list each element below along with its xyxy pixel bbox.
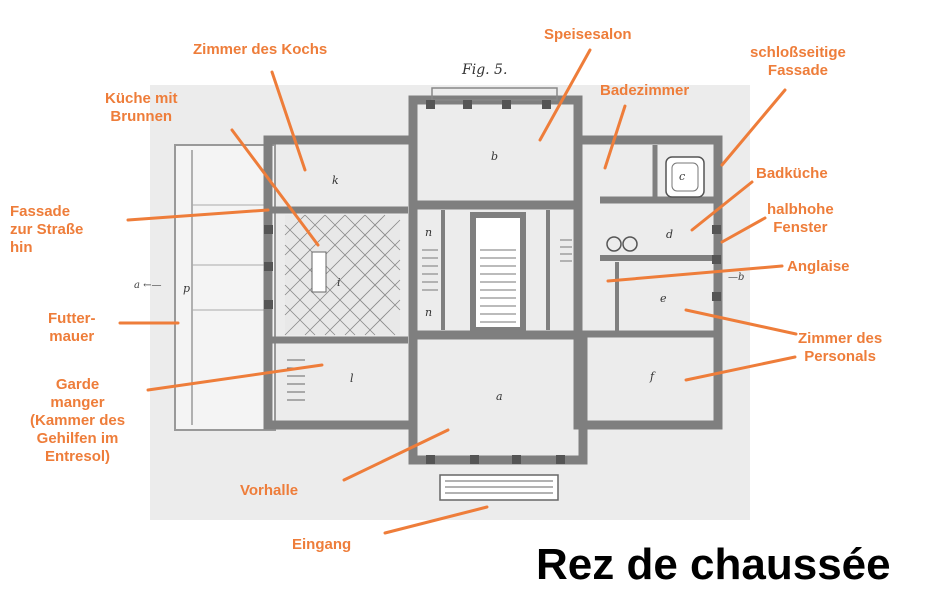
cauldron (606, 236, 622, 252)
entrance-step-lines (445, 480, 553, 494)
room-letter-a: a (496, 390, 503, 403)
room-letter-d: d (666, 228, 674, 241)
room-letter-l: l (350, 372, 354, 385)
label-schlossseitige-fassade: schloßseitige Fassade (750, 44, 846, 79)
label-fassade-zur-strasse: Fassade zur Straße hin (10, 203, 84, 256)
label-zimmer-des-personals: Zimmer des Personals (798, 330, 883, 365)
room-letter-b: b (491, 150, 499, 163)
label-kueche-mit-brunnen: Küche mit Brunnen (105, 90, 178, 125)
label-futtermauer: Futter- mauer (48, 310, 96, 345)
label-speisesalon: Speisesalon (544, 26, 632, 43)
label-zimmer-des-kochs: Zimmer des Kochs (193, 41, 328, 58)
wall-east-block (573, 135, 723, 430)
kitchen-hatch (284, 214, 401, 336)
label-vorhalle: Vorhalle (240, 482, 299, 499)
room-letter-e: e (660, 292, 667, 305)
main-stair (470, 212, 526, 333)
section-mark-b: —b (728, 272, 745, 283)
page-title: Rez de chaussée (536, 540, 891, 589)
bathtub (665, 156, 705, 198)
wall-vorhalle (408, 330, 588, 465)
section-mark-a: a ←— (134, 280, 162, 291)
kitchen-table (311, 251, 327, 293)
label-garde-manger: Garde manger (Kammer des Gehilfen im Ent… (30, 376, 126, 465)
room-letter-p: p (183, 282, 191, 295)
room-letter-n: n (425, 226, 433, 239)
label-anglaise: Anglaise (787, 258, 850, 275)
bathtub-inner (671, 162, 699, 192)
label-badkueche: Badküche (756, 165, 828, 182)
label-badezimmer: Badezimmer (600, 82, 690, 99)
main-stair-treads (480, 249, 516, 323)
label-eingang: Eingang (292, 536, 352, 553)
room-letter-k: k (332, 174, 339, 187)
figure-number: Fig. 5. (462, 62, 508, 78)
service-stair (422, 249, 438, 291)
room-letter-f: f (650, 370, 655, 383)
pillars (264, 100, 721, 464)
room-letter-i: i (337, 276, 341, 289)
room-letter-c: c (679, 170, 686, 183)
label-halbhohe-fenster: halbhohe Fenster (767, 201, 834, 236)
cauldron (622, 236, 638, 252)
terrace-north (431, 87, 558, 101)
room-letter-n: n (425, 306, 433, 319)
kitchen-floor (285, 215, 400, 335)
east-stair (560, 239, 572, 262)
leader-lines (118, 48, 798, 535)
